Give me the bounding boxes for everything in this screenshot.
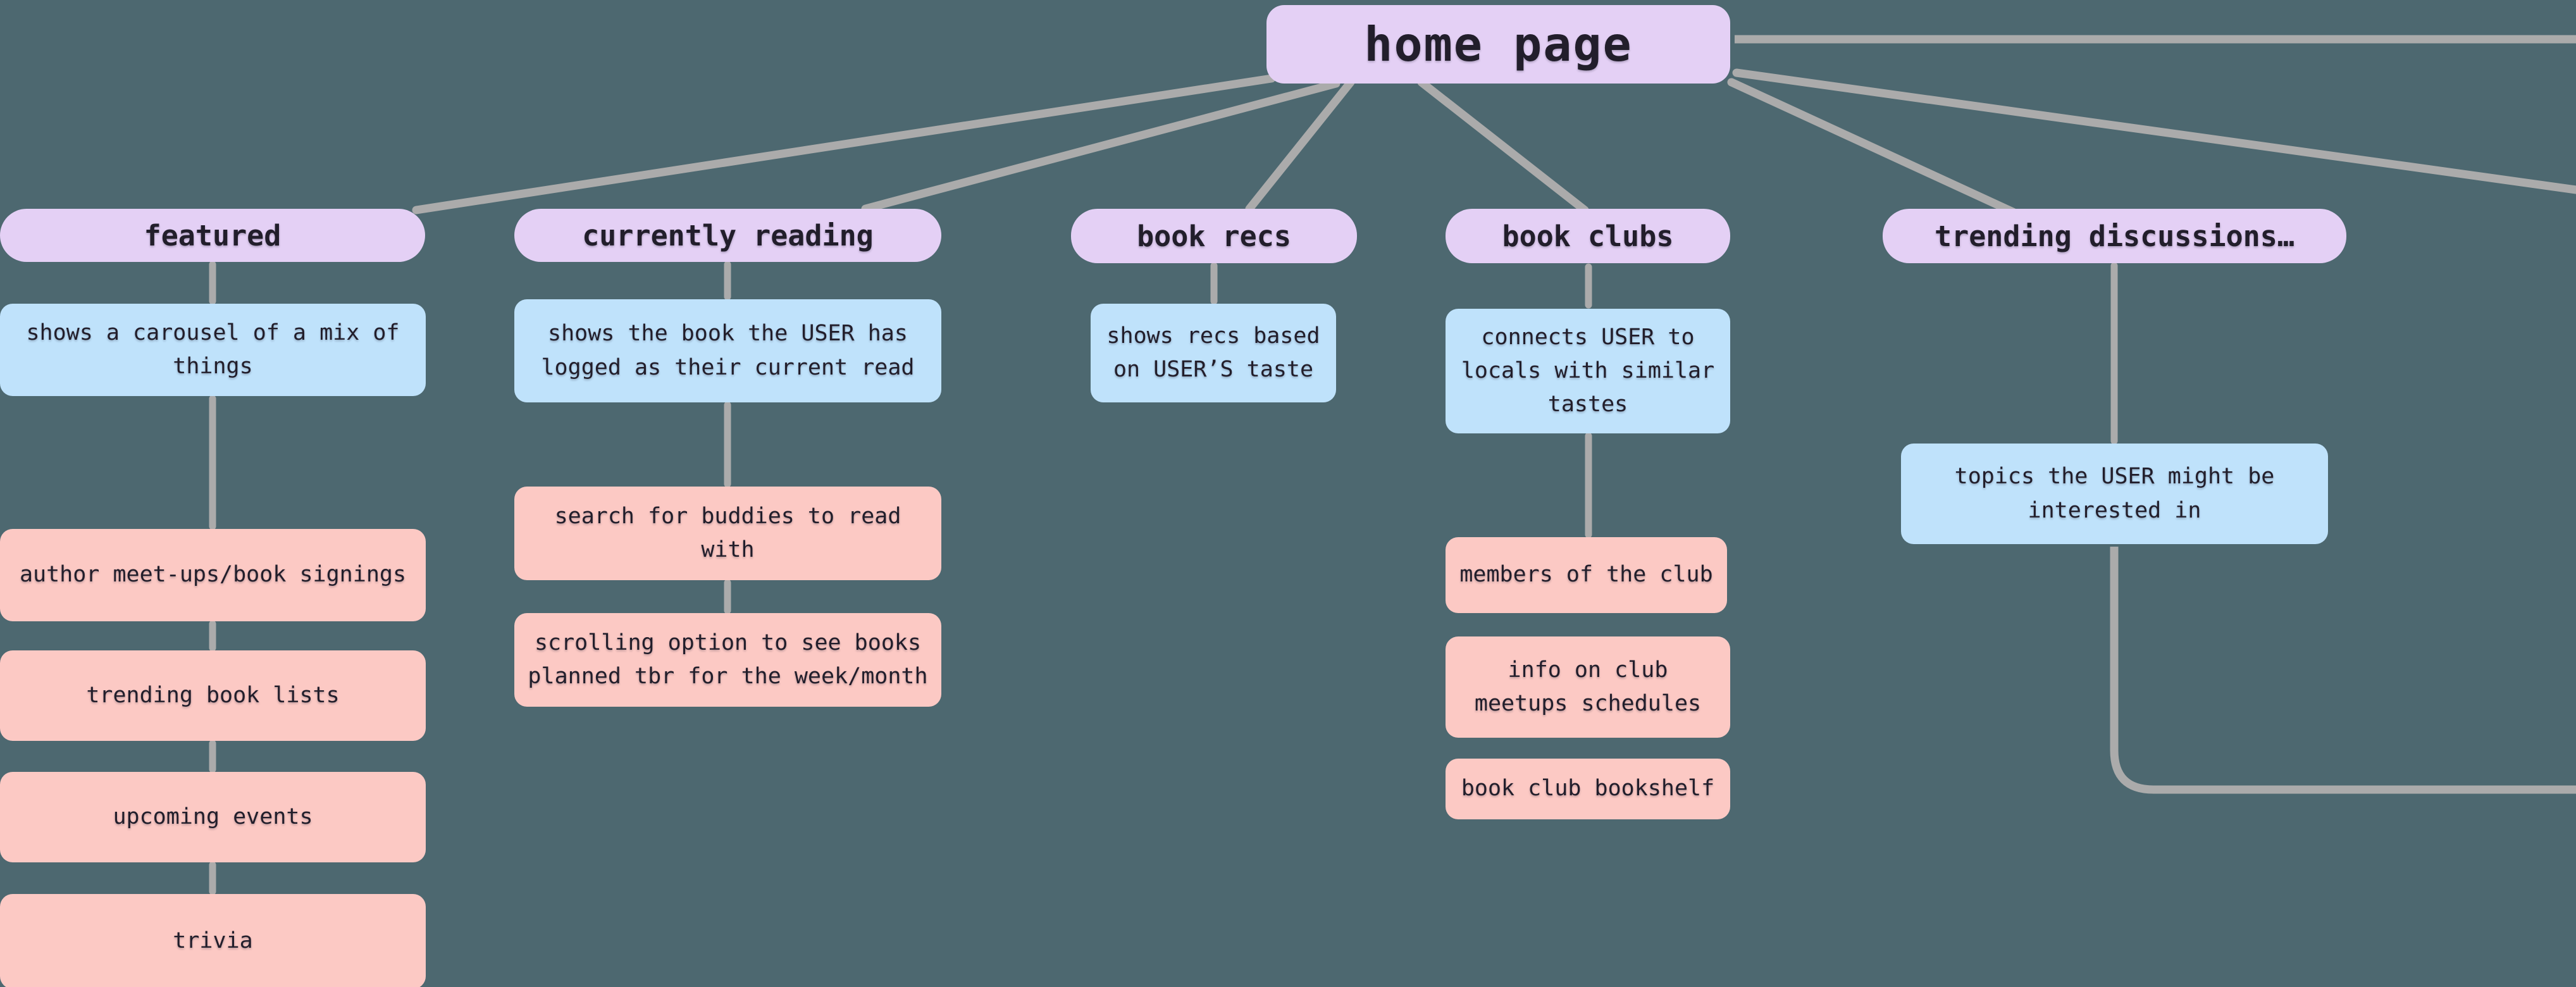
node-club-meetup-info[interactable]: info on club meetups schedules xyxy=(1446,636,1730,738)
node-author-meetups[interactable]: author meet-ups/book signings xyxy=(0,529,426,621)
node-currently-reading[interactable]: currently reading xyxy=(514,209,941,262)
edge-home-offscreen-right-diagonal xyxy=(1732,68,2576,194)
node-connects-locals[interactable]: connects USER to locals with similar tas… xyxy=(1446,309,1730,433)
node-book-clubs[interactable]: book clubs xyxy=(1446,209,1730,263)
node-book-recs[interactable]: book recs xyxy=(1071,209,1357,263)
node-home-page[interactable]: home page xyxy=(1266,5,1730,84)
connector-topics-offscreen-right xyxy=(2110,547,2576,794)
node-club-bookshelf[interactable]: book club bookshelf xyxy=(1446,759,1730,819)
node-search-buddies[interactable]: search for buddies to read with xyxy=(514,487,941,580)
node-current-read-info[interactable]: shows the book the USER has logged as th… xyxy=(514,299,941,402)
node-recs-based-on-taste[interactable]: shows recs based on USER’S taste xyxy=(1091,304,1336,402)
node-topics-interested[interactable]: topics the USER might be interested in xyxy=(1901,444,2328,544)
node-featured[interactable]: featured xyxy=(0,209,425,262)
node-trivia[interactable]: trivia xyxy=(0,894,426,987)
edge-home-to-book-clubs xyxy=(1417,78,1589,214)
edge-home-to-book-recs xyxy=(1245,78,1355,213)
edge-home-to-currently-reading xyxy=(861,79,1341,213)
node-featured-carousel[interactable]: shows a carousel of a mix of things xyxy=(0,304,426,396)
node-trending-discussions[interactable]: trending discussions… xyxy=(1883,209,2346,263)
node-upcoming-events[interactable]: upcoming events xyxy=(0,772,426,862)
node-trending-book-lists[interactable]: trending book lists xyxy=(0,650,426,741)
edge-home-to-trending xyxy=(1727,78,2017,216)
node-scrolling-tbr[interactable]: scrolling option to see books planned tb… xyxy=(514,613,941,707)
edge-home-to-featured xyxy=(412,74,1276,214)
node-club-members[interactable]: members of the club xyxy=(1446,537,1727,613)
